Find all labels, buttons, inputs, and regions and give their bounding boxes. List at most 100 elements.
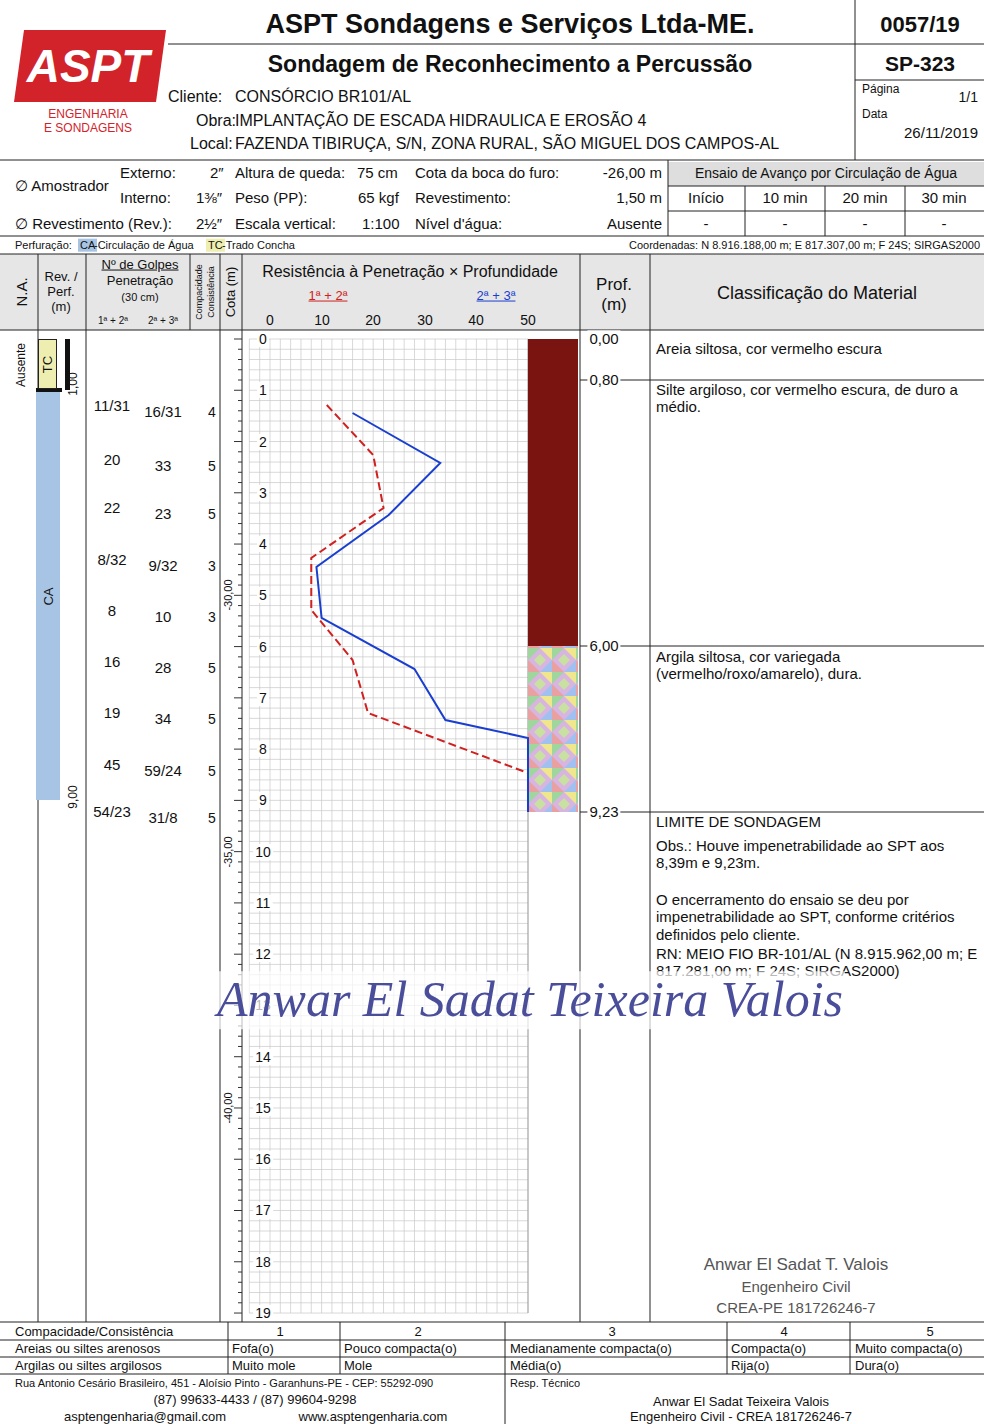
label-text: -	[704, 215, 709, 232]
label-text: 3	[608, 1325, 615, 1340]
grid-line	[249, 1179, 528, 1180]
tick-mark	[238, 359, 242, 360]
label-text: 11	[254, 895, 273, 911]
tick-mark	[238, 667, 242, 668]
grid-line	[249, 667, 528, 668]
label-text: 5	[208, 810, 216, 826]
label-text: 4	[208, 404, 216, 420]
label-text: 33	[155, 457, 172, 474]
tick-mark	[238, 738, 242, 739]
grid-line	[249, 800, 528, 801]
label-text: Cota da boca do furo:	[415, 164, 559, 181]
grid-line	[249, 533, 528, 534]
label-text: 54/23	[93, 803, 131, 820]
label-text: 5	[257, 587, 269, 603]
label-text: 3	[208, 558, 216, 574]
tick-mark	[238, 831, 242, 832]
tick-mark	[238, 779, 242, 780]
grid-line	[249, 1272, 528, 1273]
label-text: Revestimento:	[415, 189, 511, 206]
tick-mark	[238, 892, 242, 893]
label-text: 40	[468, 312, 484, 328]
label-text: www.asptengenharia.com	[299, 1410, 448, 1424]
grid-line	[249, 1251, 528, 1252]
grid-line	[249, 544, 528, 545]
label-text: 5	[926, 1325, 933, 1340]
grid-line	[249, 790, 528, 791]
tick-mark	[238, 1077, 242, 1078]
grid-line	[435, 339, 436, 1313]
grid-line	[249, 779, 528, 780]
grid-line	[249, 605, 528, 606]
grid-line	[249, 872, 528, 873]
tick-mark	[238, 1251, 242, 1252]
label-text: 19	[253, 1305, 273, 1321]
label-text: Medianamente compacta(o)	[510, 1342, 672, 1357]
label-text: 2ª + 3ª	[477, 289, 516, 304]
label-text: -26,00 m	[603, 164, 662, 181]
label-text: 5	[208, 711, 216, 727]
grid-line	[517, 339, 518, 1313]
tick-mark	[238, 1292, 242, 1293]
label-text: Resp. Técnico	[510, 1377, 580, 1390]
clay-layer	[528, 646, 578, 812]
label-text: Página	[862, 83, 899, 97]
label-text: 2ª + 3ª	[148, 315, 178, 327]
label-text: Mole	[344, 1359, 372, 1374]
tick-mark	[238, 882, 242, 883]
label-text: -40,00	[222, 1092, 235, 1123]
label-text: Ensaio de Avanço por Circulação de Água	[695, 165, 957, 181]
grid-line	[249, 943, 528, 944]
logo-shape	[14, 30, 166, 102]
grid-line	[249, 1036, 528, 1037]
label-text: 2	[257, 433, 269, 449]
grid-line	[424, 339, 425, 1313]
label-text: -35,00	[222, 836, 235, 867]
label-text: 3	[257, 485, 269, 501]
label-text: 1:100	[362, 215, 400, 232]
label-text: CONSÓRCIO BR101/AL	[235, 88, 411, 106]
label-text: asptengenharia@gmail.com	[64, 1410, 226, 1424]
label-text: 59/24	[144, 762, 182, 779]
label-text: 8	[257, 741, 269, 757]
tick-mark	[238, 1097, 242, 1098]
label-text: 12	[253, 946, 273, 962]
label-text: Resistência à Penetração × Profundidade	[262, 263, 558, 281]
grid-line	[249, 1148, 528, 1149]
label-text: Coordenadas: N 8.916.188,00 m; E 817.307…	[629, 239, 980, 252]
label-text: TC	[206, 239, 225, 252]
grid-line	[249, 964, 528, 965]
grid-line	[497, 339, 498, 1313]
tick-mark	[238, 718, 242, 719]
label-text: Dura(o)	[855, 1359, 899, 1374]
tick-mark	[238, 656, 242, 657]
label-text: 8	[108, 602, 116, 619]
curve-1-2	[311, 405, 528, 773]
label-text: 5	[208, 660, 216, 676]
label-text: -Circulação de Água	[94, 239, 194, 252]
tick-mark	[234, 800, 242, 801]
label-text: 19	[104, 704, 121, 721]
tick-mark	[238, 554, 242, 555]
method-band: CA	[36, 392, 60, 800]
grid-line	[249, 564, 528, 565]
grid-line	[249, 523, 528, 524]
tick-mark	[238, 820, 242, 821]
grid-line	[249, 1128, 528, 1129]
label-text: 2½″	[196, 215, 222, 232]
grid-line	[249, 861, 528, 862]
label-text: Areia siltosa, cor vermelho escura	[656, 340, 882, 357]
tick-mark	[234, 492, 242, 493]
tick-mark	[234, 544, 242, 545]
tick-mark	[238, 1148, 242, 1149]
grid-line	[362, 339, 363, 1313]
label-text: 10	[155, 608, 172, 625]
tick-mark	[234, 1107, 242, 1108]
label-text: Peso (PP):	[235, 189, 308, 206]
curve-2-3	[316, 413, 528, 812]
grid-line	[404, 339, 405, 1313]
label-text: Data	[862, 108, 887, 122]
grid-line	[249, 738, 528, 739]
tick-mark	[234, 697, 242, 698]
label-text: 28	[155, 659, 172, 676]
